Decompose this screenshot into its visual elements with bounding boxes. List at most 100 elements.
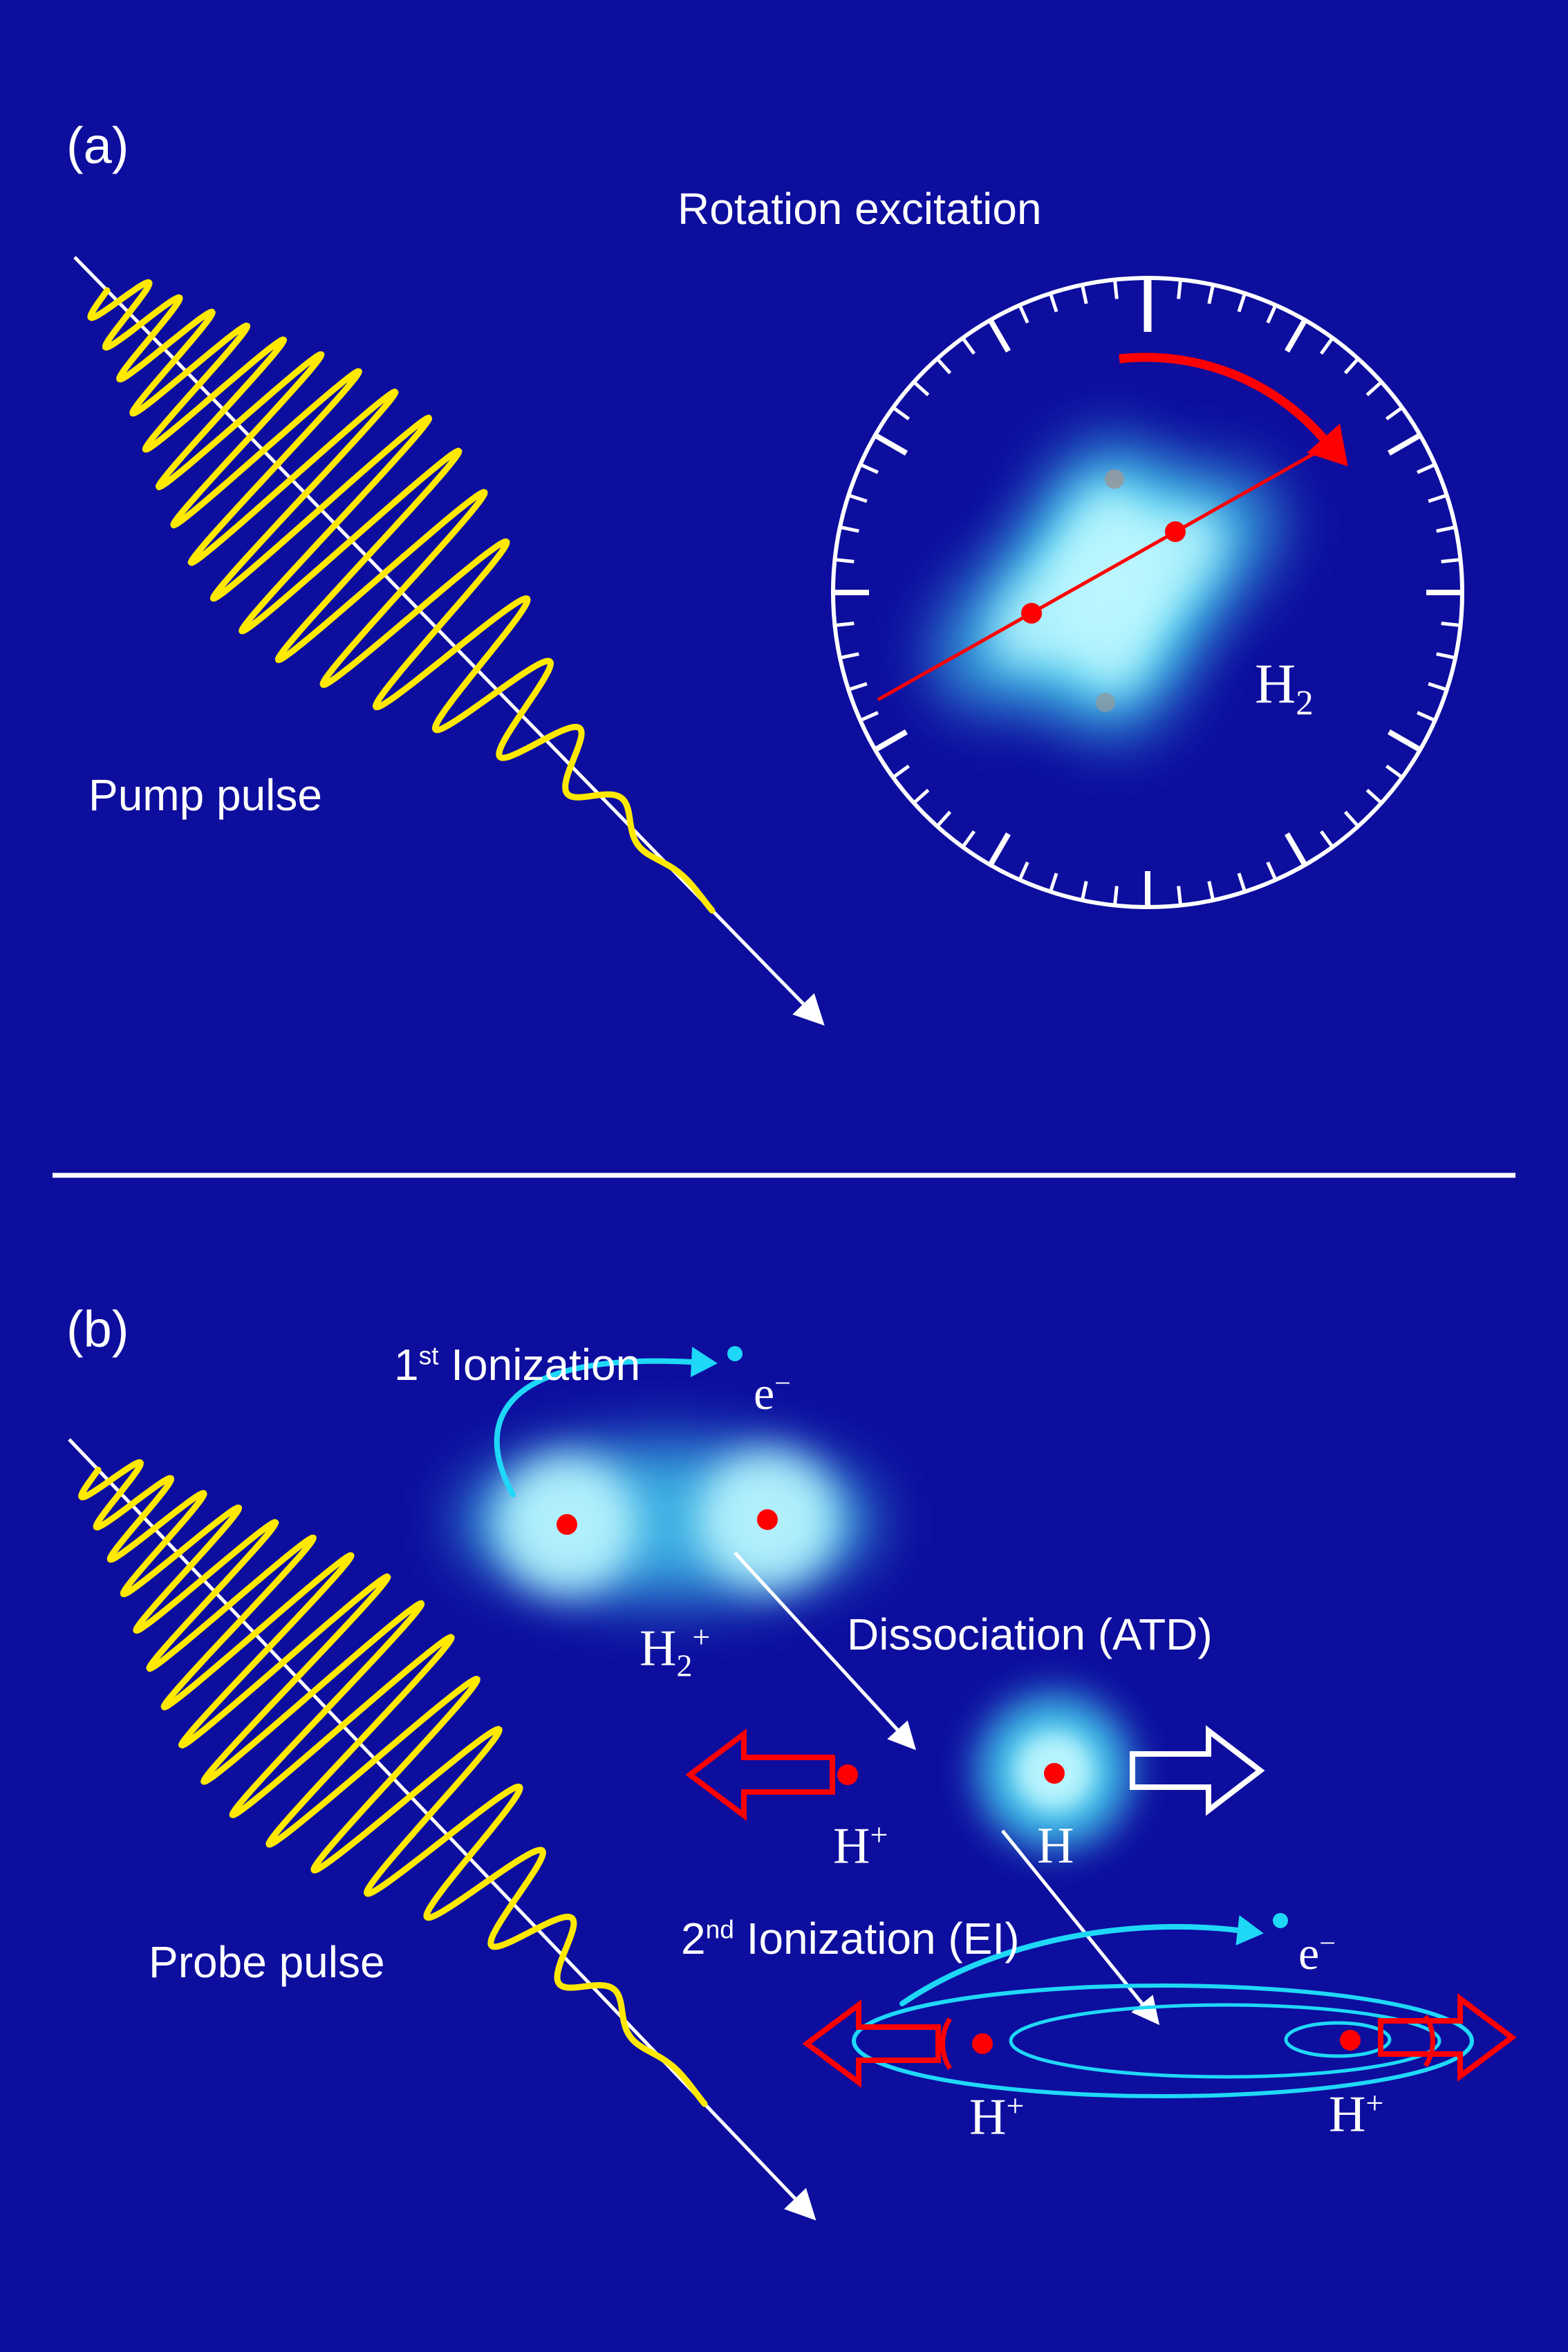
- clock-tick: [935, 357, 952, 375]
- clock-tick: [839, 525, 859, 533]
- hplus-bottom-left-dot: [972, 2033, 993, 2054]
- clock-tick: [1112, 279, 1119, 299]
- clock-ticks: [833, 278, 1462, 907]
- first-ionization-label: 1st Ionization: [394, 1340, 641, 1390]
- hplus-bottom-left-label: H+: [969, 2088, 1025, 2146]
- clock-tick: [873, 729, 908, 752]
- first-ionization-arrow-head: [690, 1347, 718, 1377]
- second-ionization-label: 2nd Ionization (EI): [681, 1914, 1020, 1963]
- clock-tick: [1266, 861, 1278, 881]
- h-atom-dot: [1044, 1763, 1065, 1784]
- h-atom-label: H: [1037, 1818, 1074, 1874]
- clock-tick: [1319, 337, 1334, 355]
- h-atom-arrow-right: [1130, 1725, 1265, 1816]
- clock-tick: [1080, 881, 1088, 901]
- ei-arrow: [1001, 1829, 1144, 2005]
- clock-tick: [834, 622, 855, 628]
- clock-tick: [961, 830, 976, 848]
- clock-tick: [839, 652, 859, 660]
- clock-tick: [1436, 525, 1456, 533]
- clock-tick: [1365, 380, 1383, 397]
- clock-tick: [1436, 652, 1456, 660]
- clock-tick: [1207, 284, 1215, 304]
- clock-tick: [1018, 304, 1029, 324]
- clock-tick: [1428, 682, 1448, 691]
- clock-tick: [1388, 729, 1422, 752]
- pump-pulse-label: Pump pulse: [88, 770, 322, 820]
- clock-tick: [1428, 494, 1448, 503]
- h2plus-label: H2+: [640, 1619, 711, 1683]
- clock-tick: [1237, 872, 1247, 893]
- clock-tick: [1343, 357, 1360, 375]
- rotation-arrow: [1119, 353, 1327, 442]
- second-ionization-arrow: [899, 1923, 1240, 2006]
- clock-tick: [1385, 764, 1403, 779]
- clock-tick: [1388, 433, 1422, 456]
- probe-pulse-label: Probe pulse: [149, 1937, 385, 1987]
- clock-tick: [1417, 463, 1436, 474]
- hplus-recoil-arrow-left: [685, 1728, 835, 1822]
- ghost-proton-dot-bottom: [1096, 693, 1115, 712]
- clock-tick: [1441, 622, 1461, 628]
- probe-pulse-waveform: [78, 1459, 708, 2107]
- clock-tick: [834, 557, 855, 563]
- proton-dot-b1: [557, 1514, 577, 1535]
- clock-tick: [988, 832, 1011, 867]
- clock-tick: [935, 810, 952, 828]
- probe-axis-arrow-head: [784, 2187, 816, 2221]
- electron-1-label: e−: [754, 1367, 791, 1419]
- proton-dot-b2: [757, 1509, 778, 1530]
- clock-tick: [1237, 292, 1247, 312]
- clock-tick: [1285, 318, 1307, 353]
- left-bracket-arc: [940, 2017, 952, 2070]
- dissociation-arrow: [734, 1551, 899, 1731]
- clock-tick: [1343, 810, 1360, 828]
- clock-tick: [1080, 284, 1088, 304]
- first-ionization-arrow: [494, 1358, 694, 1497]
- rotation-excitation-title: Rotation excitation: [678, 184, 1042, 234]
- clock-tick: [1207, 881, 1215, 901]
- clock-tick: [1285, 832, 1307, 867]
- hplus-bottom-right-label: H+: [1329, 2085, 1384, 2143]
- clock-tick: [1385, 406, 1403, 421]
- clock-tick: [848, 494, 868, 503]
- hplus-mid-label: H+: [833, 1817, 888, 1875]
- clock-tick: [892, 764, 911, 779]
- ei-orbit-outer: [852, 1984, 1474, 2098]
- dissociation-arrow-head: [887, 1720, 917, 1751]
- pump-axis-arrow-head: [792, 993, 825, 1026]
- clock-tick: [988, 318, 1011, 353]
- h2plus-molecule-blob: [460, 1444, 875, 1598]
- electron-2-label: e−: [1298, 1927, 1336, 1979]
- clock-tick: [913, 380, 930, 397]
- panel-a-tag: (a): [66, 117, 129, 174]
- molecular-axis-line: [877, 449, 1320, 702]
- pump-pulse-waveform: [87, 279, 716, 914]
- clock-tick: [1018, 861, 1029, 881]
- clock-tick: [1441, 557, 1461, 563]
- ghost-proton-dot-top: [1105, 469, 1124, 489]
- electron-dot-2: [1273, 1913, 1288, 1928]
- clock-tick: [1417, 711, 1436, 722]
- clock-tick: [913, 788, 930, 805]
- clock-tick: [1177, 279, 1183, 299]
- clock-tick: [873, 433, 908, 456]
- dissociation-label: Dissociation (ATD): [847, 1609, 1213, 1659]
- panel-b-tag: (b): [66, 1300, 129, 1358]
- clock-tick: [1319, 830, 1334, 848]
- proton-dot-a2: [1165, 521, 1186, 542]
- clock-tick: [1112, 886, 1119, 906]
- clock-tick: [1365, 788, 1383, 805]
- ei-orbit-middle: [1009, 2003, 1441, 2079]
- clock-tick: [961, 337, 976, 355]
- coulomb-arrow-right: [1378, 1993, 1517, 2082]
- h2-molecule-label: H2: [1255, 652, 1314, 722]
- proton-dot-a1: [1021, 603, 1042, 624]
- second-ionization-arrow-head: [1235, 1915, 1264, 1945]
- clock-tick: [1049, 292, 1058, 312]
- clock-tick: [859, 711, 879, 722]
- clock-tick: [1049, 872, 1058, 893]
- clock-tick: [859, 463, 879, 474]
- h2-molecule-blob: [934, 440, 1278, 738]
